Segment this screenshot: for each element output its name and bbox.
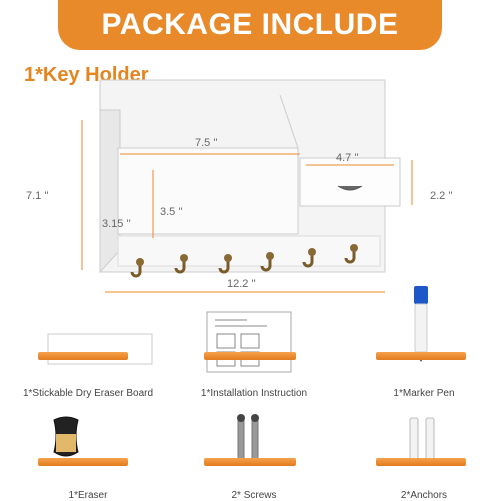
dim-depth: 3.15 ''	[102, 218, 131, 230]
accessory-label-screws: 2* Screws	[231, 490, 277, 501]
installation-instruction-image	[206, 311, 292, 373]
accessory-label-eraser: 1*Eraser	[68, 490, 108, 501]
accessory-label-marker: 1*Marker Pen	[393, 388, 455, 399]
shelf-5	[204, 458, 296, 466]
shelf-6	[376, 458, 466, 466]
dim-drawer-width: 4.7 ''	[336, 152, 359, 164]
dim-drawer-height: 2.2 ''	[430, 190, 453, 202]
header-banner: PACKAGE INCLUDE	[58, 0, 442, 50]
dim-height: 7.1 ''	[26, 190, 49, 202]
accessory-label-anchors: 2*Anchors	[400, 490, 448, 501]
dimension-lines	[81, 120, 413, 293]
dim-front-height: 3.5 ''	[160, 206, 183, 218]
hook-icons	[130, 244, 358, 278]
dim-total-width: 12.2 ''	[227, 278, 256, 290]
accessory-label-board: 1*Stickable Dry Eraser Board	[22, 388, 154, 399]
dim-width-top: 7.5 ''	[195, 137, 218, 149]
shelf-3	[376, 352, 466, 360]
banner-title: PACKAGE INCLUDE	[101, 8, 399, 41]
eraser-icon	[53, 416, 79, 457]
accessory-label-instruction: 1*Installation Instruction	[200, 388, 308, 399]
shelf-4	[38, 458, 128, 466]
key-holder-illustration	[99, 79, 401, 274]
shelf-1	[38, 352, 128, 360]
shelf-2	[204, 352, 296, 360]
